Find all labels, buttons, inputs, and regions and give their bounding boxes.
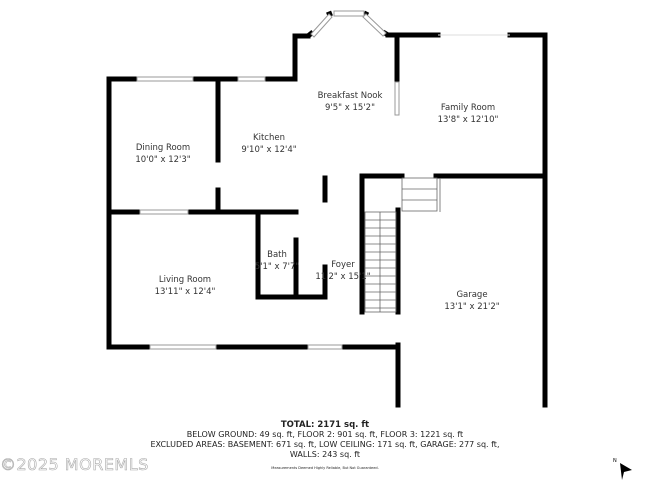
room-family-room: Family Room 13'8" x 12'10"	[438, 102, 499, 126]
room-name: Kitchen	[253, 133, 285, 143]
room-size: 13'11" x 12'4"	[154, 287, 216, 297]
room-size: 13'8" x 12'10"	[437, 115, 499, 125]
window	[362, 13, 387, 37]
room-name: Living Room	[158, 275, 212, 285]
north-arrow-icon	[620, 463, 632, 480]
room-size: 13'1" x 21'2"	[444, 302, 500, 312]
room-garage: Garage 13'1" x 21'2"	[444, 289, 499, 313]
room-size: 10'0" x 12'3"	[135, 155, 191, 165]
windows	[136, 10, 400, 350]
room-size: 11'2" x 15'1"	[315, 272, 371, 282]
room-foyer: Foyer 11'2" x 15'1"	[315, 259, 370, 283]
stairs	[364, 177, 441, 313]
room-breakfast-nook: Breakfast Nook 9'5" x 15'2"	[318, 90, 383, 114]
room-name: Garage	[456, 290, 488, 300]
total-area: TOTAL: 2171 sq. ft	[280, 420, 370, 430]
window	[237, 76, 266, 82]
room-name: Family Room	[440, 103, 496, 113]
window	[136, 76, 194, 82]
window	[333, 10, 365, 17]
watermark: ©2025 MOREMLS	[0, 455, 149, 475]
room-name: Breakfast Nook	[317, 91, 383, 101]
summary-line: EXCLUDED AREAS: BASEMENT: 671 sq. ft, LO…	[150, 440, 500, 449]
room-size: 9'5" x 15'2"	[325, 103, 375, 113]
room-kitchen: Kitchen 9'10" x 12'4"	[241, 132, 296, 156]
room-size: 5'1" x 7'7"	[254, 262, 300, 272]
window	[310, 13, 333, 38]
room-name: Bath	[267, 250, 287, 260]
window	[307, 344, 343, 350]
walls	[106, 32, 548, 408]
disclaimer: Measurements Deemed Highly Reliable, But…	[271, 466, 379, 470]
room-dining-room: Dining Room 10'0" x 12'3"	[135, 142, 190, 166]
room-name: Dining Room	[135, 143, 191, 153]
window	[149, 344, 217, 350]
room-name: Foyer	[331, 260, 355, 270]
summary-line: BELOW GROUND: 49 sq. ft, FLOOR 2: 901 sq…	[186, 430, 464, 439]
room-size: 9'10" x 12'4"	[241, 145, 297, 155]
compass-label: N	[613, 458, 617, 464]
window	[139, 209, 189, 215]
summary-line: WALLS: 243 sq. ft	[289, 450, 361, 459]
area-summary: TOTAL: 2171 sq. ft BELOW GROUND: 49 sq. …	[0, 420, 650, 471]
room-bath: Bath 5'1" x 7'7"	[255, 249, 300, 273]
window	[394, 81, 400, 116]
room-living-room: Living Room 13'11" x 12'4"	[155, 274, 216, 298]
